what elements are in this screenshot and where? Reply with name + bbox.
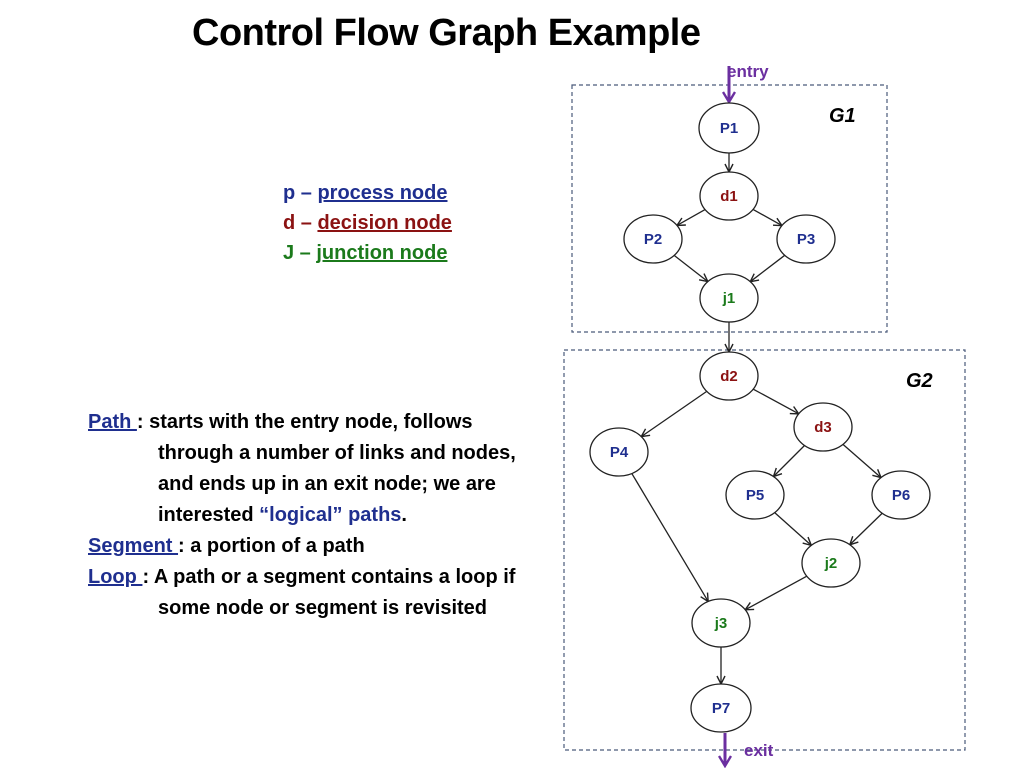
edge-d3-p6 — [842, 443, 881, 477]
node-d1-circle — [699, 171, 759, 221]
entry-label: entry — [727, 62, 769, 81]
graph-edges — [631, 153, 883, 684]
node-j1: j1 — [699, 273, 759, 323]
node-j3-label: j3 — [714, 615, 728, 632]
path-text-3: and ends up in an exit node; we are — [158, 473, 496, 495]
node-p7-label: P7 — [712, 700, 730, 717]
path-text-2: through a number of links and nodes, — [158, 442, 516, 464]
edge-d3-p5 — [773, 445, 805, 476]
legend-junction-term: junction node — [316, 242, 448, 264]
legend-decision-prefix: d – — [283, 212, 318, 234]
edge-j2-j3 — [745, 575, 808, 610]
path-text-4c: . — [401, 504, 407, 526]
loop-definition: Loop : A path or a segment contains a lo… — [88, 562, 568, 593]
node-p2: P2 — [623, 214, 683, 264]
edge-d2-d3 — [752, 388, 798, 414]
path-text-4: interested “logical” paths. — [88, 500, 568, 531]
node-p4: P4 — [589, 427, 649, 477]
edge-p4-j3 — [631, 473, 708, 602]
node-p4-circle — [589, 427, 649, 477]
legend-decision: d – decision node — [283, 208, 452, 238]
node-j2-label: j2 — [824, 555, 838, 572]
node-p7-circle — [690, 683, 752, 733]
node-p6-label: P6 — [892, 487, 910, 504]
path-definition: Path : starts with the entry node, follo… — [88, 407, 568, 438]
node-d1: d1 — [699, 171, 759, 221]
edge-p2-j1 — [673, 254, 708, 281]
group-g1-label: G1 — [829, 105, 856, 127]
node-d3: d3 — [793, 402, 853, 452]
segment-text: : a portion of a path — [178, 535, 365, 557]
group-g2-box — [563, 349, 966, 751]
path-text-4a: interested — [158, 504, 260, 526]
node-d3-circle — [793, 402, 853, 452]
edge-p6-j2 — [850, 512, 883, 544]
node-j2: j2 — [801, 538, 861, 588]
node-j3-circle — [691, 598, 751, 648]
edge-p3-j1 — [750, 254, 786, 281]
loop-text-1: : A path or a segment contains a loop if — [142, 566, 516, 588]
node-j3: j3 — [691, 598, 751, 648]
loop-term: Loop — [88, 566, 143, 588]
segment-definition: Segment : a portion of a path — [88, 531, 568, 562]
node-p3-circle — [776, 214, 836, 264]
node-p3: P3 — [776, 214, 836, 264]
edge-d1-p2 — [677, 208, 706, 226]
node-d2-circle — [699, 351, 759, 401]
node-p1: P1 — [698, 102, 760, 154]
logical-paths-highlight: “logical” paths — [259, 504, 402, 526]
node-d1-label: d1 — [720, 188, 738, 205]
legend-junction-prefix: J – — [283, 242, 317, 264]
node-j2-circle — [801, 538, 861, 588]
node-p7: P7 — [690, 683, 752, 733]
node-j1-label: j1 — [722, 290, 736, 307]
node-p5-circle — [725, 470, 785, 520]
node-d2-label: d2 — [720, 368, 738, 385]
node-p1-circle — [698, 102, 760, 154]
exit-label: exit — [744, 741, 774, 760]
node-p3-label: P3 — [797, 231, 815, 248]
node-legend: p – process node d – decision node J – j… — [283, 178, 452, 268]
edge-p5-j2 — [774, 512, 812, 546]
legend-process: p – process node — [283, 178, 452, 208]
edge-d1-p3 — [752, 208, 782, 225]
legend-decision-term: decision node — [317, 212, 452, 234]
node-p2-label: P2 — [644, 231, 662, 248]
node-p5: P5 — [725, 470, 785, 520]
node-p6-circle — [871, 470, 931, 520]
node-p2-circle — [623, 214, 683, 264]
path-term: Path — [88, 411, 137, 433]
node-p4-label: P4 — [610, 444, 629, 461]
definitions-block: Path : starts with the entry node, follo… — [88, 407, 568, 624]
node-d2: d2 — [699, 351, 759, 401]
node-p5-label: P5 — [746, 487, 764, 504]
edge-d2-p4 — [641, 390, 708, 436]
loop-text-2: some node or segment is revisited — [158, 597, 487, 619]
node-p1-label: P1 — [720, 120, 738, 137]
legend-process-prefix: p – — [283, 182, 318, 204]
group-g2-label: G2 — [906, 370, 933, 392]
legend-process-term: process node — [317, 182, 448, 204]
legend-junction: J – junction node — [283, 238, 452, 268]
node-d3-label: d3 — [814, 419, 832, 436]
path-text-1: : starts with the entry node, follows — [136, 411, 473, 433]
page-title: Control Flow Graph Example — [192, 12, 701, 54]
node-p6: P6 — [871, 470, 931, 520]
segment-term: Segment — [88, 535, 179, 557]
node-j1-circle — [699, 273, 759, 323]
